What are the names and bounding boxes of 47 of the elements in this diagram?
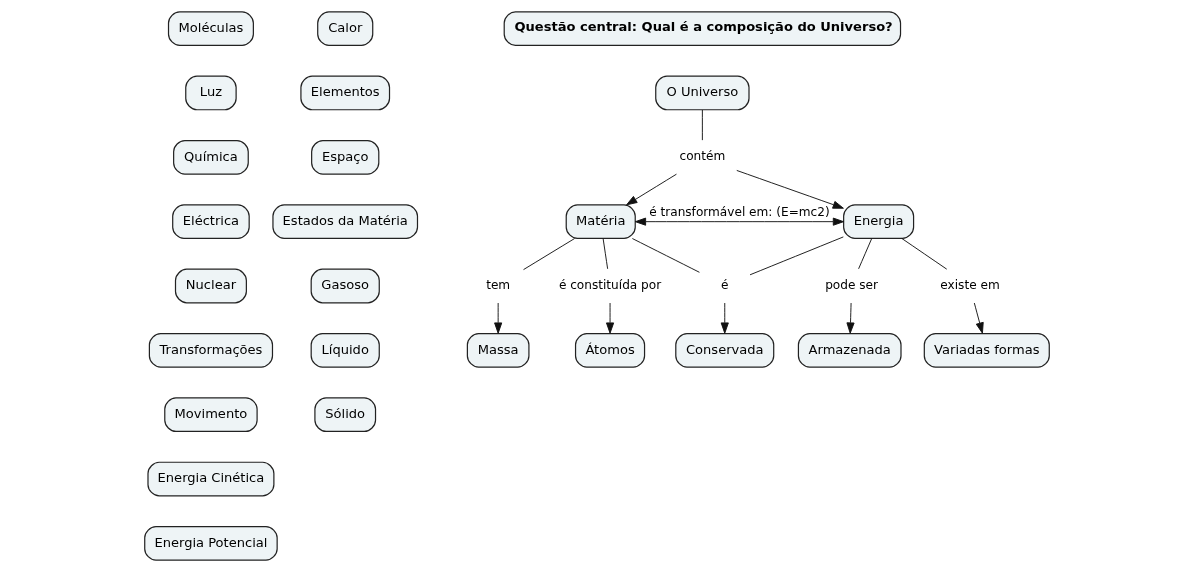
node-box: O Universo (655, 75, 750, 111)
node-box: Armazenada (797, 332, 902, 368)
node-box: Energia Potencial (144, 526, 278, 561)
edge-label: é transformável em: (E=mc2) (649, 204, 830, 219)
connector (631, 238, 700, 273)
arrow (634, 217, 844, 226)
connector (901, 238, 948, 270)
node-box: Luz (185, 75, 237, 111)
node-box: Movimento (164, 397, 258, 433)
node-text: é (721, 278, 729, 293)
node-box: Energia Cinética (147, 461, 275, 497)
node-box: Átomos (574, 332, 646, 368)
node-box: Nuclear (174, 268, 247, 304)
node-text: é constituída por (558, 278, 662, 293)
node-text: existe em (940, 278, 1000, 293)
arrow (736, 169, 844, 209)
node-box: Sólido (314, 397, 377, 433)
arrow (973, 302, 984, 334)
node-box: Elementos (300, 75, 391, 111)
node-text: contém (679, 149, 726, 164)
node-box: Espaço (311, 139, 380, 175)
node-box: Energia (843, 204, 915, 240)
arrow (606, 302, 615, 334)
node-box: Massa (466, 332, 530, 368)
node-box: Questão central: Qual é a composição do Universo? (503, 11, 902, 46)
connector (701, 109, 703, 141)
node-box: Conservada (675, 332, 775, 368)
node-text: tem (486, 278, 511, 293)
arrow (846, 302, 855, 334)
arrow (626, 173, 677, 206)
arrow (494, 302, 503, 334)
arrow (720, 302, 729, 334)
connector (523, 238, 576, 271)
connector (858, 238, 873, 270)
node-text: pode ser (825, 278, 878, 293)
node-box: Gasoso (310, 268, 380, 304)
node-box: Variadas formas (923, 332, 1050, 368)
node-box: Transformações (148, 332, 274, 368)
node-box: Líquido (310, 332, 380, 368)
node-box: Estados da Matéria (272, 204, 419, 240)
node-box: Química (173, 139, 249, 175)
node-box: Matéria (565, 204, 636, 240)
connector (602, 238, 609, 270)
node-box: Calor (317, 11, 374, 46)
connector (749, 236, 844, 276)
node-box: Moléculas (167, 11, 254, 46)
node-box: Eléctrica (172, 204, 250, 240)
